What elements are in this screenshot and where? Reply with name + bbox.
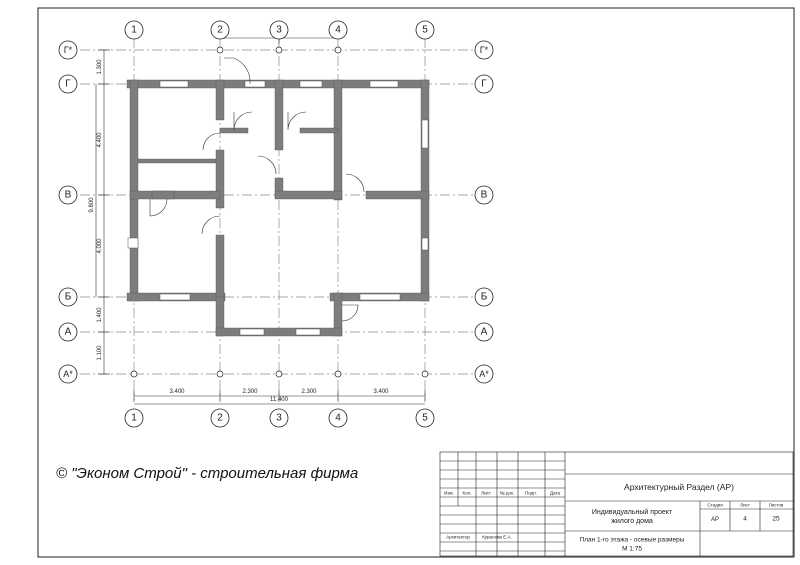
copyright-text: © "Эконом Строй" - строительная фирма (56, 465, 359, 482)
tb-col-kol: Кол. (463, 491, 472, 496)
dim-left-4: 1.400 (97, 307, 103, 323)
axis-label-v-right: В (481, 190, 488, 201)
dim-left-total: 9.800 (89, 197, 95, 213)
dim-left-2: 4.400 (97, 132, 103, 148)
tb-person: Куралова Е.А. (482, 535, 512, 540)
tb-sheets: 25 (772, 516, 780, 523)
title-block (439, 451, 794, 557)
dim-bottom-3: 2.300 (301, 389, 317, 395)
axis-label-g-star-left: Г* (64, 45, 73, 55)
axis-label-a-star-right: А* (479, 369, 489, 379)
tb-role: Архитектор (446, 535, 470, 540)
dimension-lines (95, 33, 426, 405)
axis-label-a-right: А (481, 327, 488, 338)
axis-label-5-top: 5 (422, 25, 428, 36)
tb-scale: М 1:75 (622, 546, 642, 553)
axis-bubbles (58, 20, 494, 428)
axis-label-b-left: Б (65, 292, 72, 303)
tb-drawing-title: План 1-го этажа - осевые размеры (580, 537, 685, 544)
axis-label-2-top: 2 (217, 25, 223, 36)
axis-label-4-bottom: 4 (335, 413, 341, 424)
tb-section: Архитектурный Раздел (АР) (624, 482, 734, 492)
dim-bottom-2: 2.300 (242, 389, 258, 395)
axis-label-4-top: 4 (335, 25, 341, 36)
dim-left-3: 4.000 (97, 238, 103, 254)
axis-label-b-right: Б (481, 292, 488, 303)
axis-label-5-bottom: 5 (422, 413, 428, 424)
tb-sheet: 4 (743, 516, 747, 523)
axis-label-a-left: А (65, 327, 72, 338)
axis-label-3-bottom: 3 (276, 413, 282, 424)
sheet-frame (37, 7, 795, 558)
tb-col-list: Лист (481, 491, 491, 496)
axis-label-g-left: Г (65, 79, 71, 90)
dim-bottom-4: 3.400 (373, 389, 389, 395)
dim-left-1: 1.300 (97, 59, 103, 75)
axis-label-g-star-right: Г* (480, 45, 489, 55)
axis-label-1-top: 1 (131, 25, 137, 36)
tb-col-date: Дата (550, 491, 560, 496)
axis-label-2-bottom: 2 (217, 413, 223, 424)
tb-col-izm: Изм. (444, 491, 454, 496)
dim-bottom-1: 3.400 (169, 389, 185, 395)
dim-left-5: 1.100 (97, 345, 103, 361)
tb-col-podp: Подп. (525, 491, 537, 496)
tb-project-line: Индивидуальный проект (592, 508, 673, 516)
dim-bottom-total: 11.400 (270, 397, 289, 403)
tb-stage-label: Стадия (707, 503, 723, 508)
axis-label-3-top: 3 (276, 25, 282, 36)
porch-posts (130, 46, 429, 378)
tb-col-doc: № док. (500, 491, 514, 496)
tb-sheets-label: Листов (769, 503, 784, 508)
tb-project: Индивидуальный проект жилого дома (592, 508, 673, 525)
axis-label-a-star-left: А* (63, 369, 73, 379)
axis-label-g-right: Г (481, 79, 487, 90)
windows (127, 80, 429, 336)
axis-label-1-bottom: 1 (131, 413, 137, 424)
tb-sheet-label: Лист (740, 503, 750, 508)
doors (149, 57, 365, 322)
axis-label-v-left: В (65, 190, 72, 201)
tb-stage: АР (711, 517, 719, 523)
tb-project-line: жилого дома (611, 518, 653, 525)
